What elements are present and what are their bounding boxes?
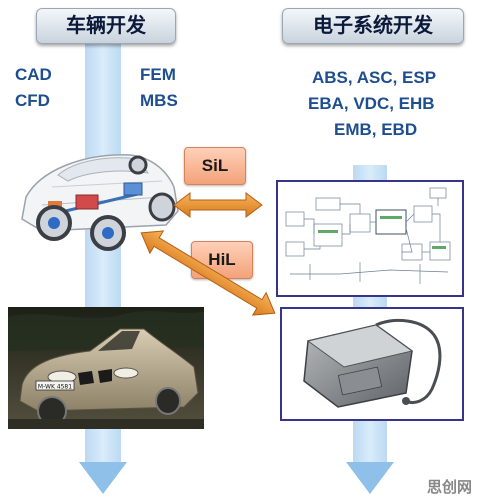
tool-emb-ebd: EMB, EBD xyxy=(334,118,417,142)
tool-cad: CAD xyxy=(15,63,52,87)
tool-cfd: CFD xyxy=(15,89,50,113)
watermark-text: 思创网 xyxy=(427,476,472,497)
tool-fem: FEM xyxy=(140,63,176,87)
bmw-convertible-photo: M-WK 4581 xyxy=(8,307,204,429)
electronic-system-development-header: 电子系统开发 xyxy=(282,8,464,44)
vehicle-development-header: 车辆开发 xyxy=(36,8,176,44)
left-column-arrowhead xyxy=(79,462,127,494)
ecu-hardware-graphic xyxy=(284,311,458,415)
sil-double-arrow xyxy=(172,190,264,220)
tool-eba-vdc-ehb: EBA, VDC, EHB xyxy=(308,92,435,116)
sil-tag: SiL xyxy=(184,147,246,185)
block-diagram-graphic xyxy=(280,184,456,289)
tool-abs-asc-esp: ABS, ASC, ESP xyxy=(312,66,436,90)
right-column-arrowhead xyxy=(346,462,394,494)
hil-double-arrow xyxy=(136,228,280,318)
license-plate-text: M-WK 4581 xyxy=(38,384,72,391)
tool-mbs: MBS xyxy=(140,89,178,113)
